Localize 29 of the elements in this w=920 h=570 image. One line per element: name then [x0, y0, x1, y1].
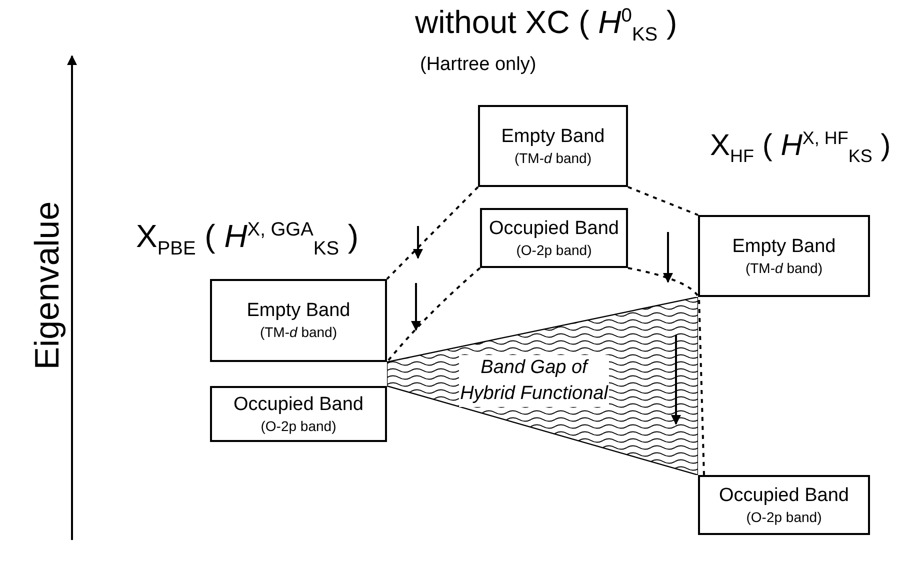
column-heading: X$_{HF}$ ( H$^{X, HF}$$_{KS}$ ) [710, 128, 891, 167]
band-subtitle: (O-2p band) [260, 416, 336, 436]
band-subtitle: (O-2p band) [516, 240, 592, 260]
band-subtitle: (O-2p band) [746, 508, 822, 526]
band-title: Occupied Band [719, 484, 849, 506]
band-subtitle: (TM-d band) [514, 148, 592, 168]
band-box [478, 105, 628, 187]
band-box [210, 386, 387, 442]
column-heading: without XC ( H$^{0}$$_{KS}$ ) [415, 4, 678, 46]
dotted-connector [386, 186, 479, 280]
axis-label: Eigenvalue [28, 200, 68, 372]
dotted-connector [628, 267, 705, 476]
band-title: Empty Band [732, 234, 836, 258]
band-box [698, 475, 870, 535]
gap-label: Band Gap of Hybrid Functional [459, 355, 609, 407]
dotted-connector [386, 267, 481, 363]
column-heading: X$_{PBE}$ ( H$^{X, GGA}$$_{KS}$ ) [136, 218, 359, 260]
band-title: Empty Band [246, 299, 350, 322]
band-box [210, 279, 387, 362]
band-title: Occupied Band [489, 216, 619, 240]
band-box [480, 208, 628, 268]
band-box [698, 215, 870, 297]
band-title: Occupied Band [234, 392, 364, 416]
band-gap-region [387, 297, 698, 475]
band-subtitle: (TM-d band) [260, 323, 338, 342]
dotted-connector [628, 186, 698, 216]
column-note: (Hartree only) [420, 54, 536, 76]
band-title: Empty Band [501, 124, 605, 148]
band-subtitle: (TM-d band) [745, 258, 823, 278]
